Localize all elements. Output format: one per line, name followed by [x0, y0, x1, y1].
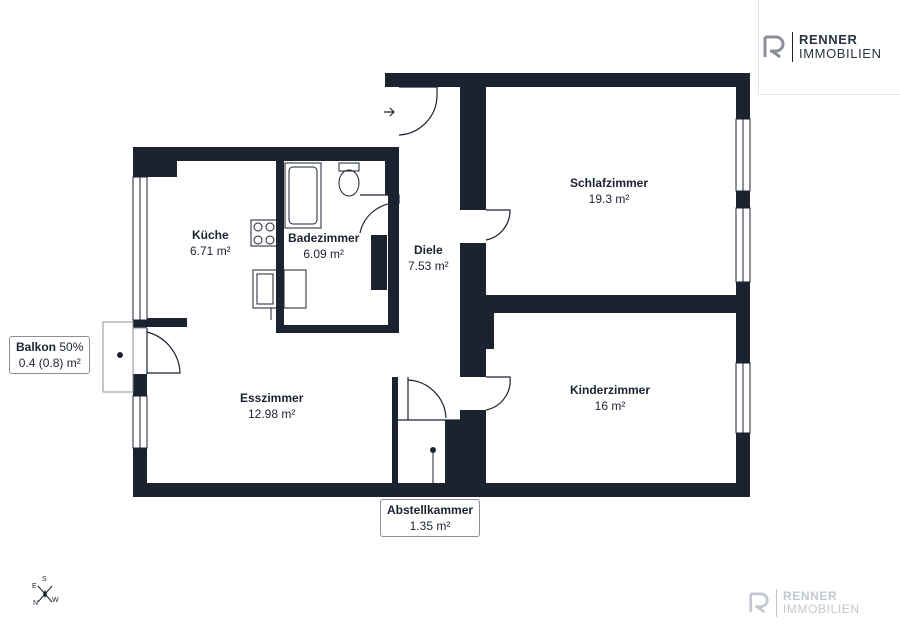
- brand-name-bold: RENNER: [799, 32, 858, 48]
- compass-n: N: [33, 600, 39, 607]
- room-kinderzimmer: Kinderzimmer 16 m²: [570, 382, 650, 414]
- brand-mark-icon: [763, 35, 785, 59]
- room-area: 1.35 m²: [409, 519, 451, 533]
- room-area: 16 m²: [594, 399, 626, 413]
- room-schlafzimmer: Schlafzimmer 19.3 m²: [570, 175, 648, 207]
- room-abstellkammer: Abstellkammer 1.35 m²: [380, 499, 481, 537]
- room-area: 7.53 m²: [408, 259, 449, 273]
- brand-name-light: IMMOBILIEN: [799, 46, 882, 61]
- watermark-name-light: IMMOBILIEN: [783, 602, 860, 616]
- room-kueche: Küche 6.71 m²: [190, 227, 231, 259]
- room-area: 12.98 m²: [248, 407, 296, 421]
- compass: E S N W: [30, 576, 60, 610]
- windows: [132, 118, 751, 449]
- room-name: Küche: [192, 228, 229, 242]
- balkon-pct: 50%: [59, 340, 84, 354]
- fixtures: [250, 162, 360, 320]
- room-name: Schlafzimmer: [570, 176, 649, 190]
- compass-e: E: [32, 583, 37, 590]
- room-name: Kinderzimmer: [570, 383, 651, 397]
- room-area: 6.71 m²: [190, 244, 231, 258]
- room-area: 19.3 m²: [588, 192, 630, 206]
- room-balkon: Balkon 50% 0.4 (0.8) m²: [9, 336, 91, 374]
- compass-rose-icon: [37, 585, 53, 603]
- room-name: Esszimmer: [240, 391, 304, 405]
- room-badezimmer: Badezimmer 6.09 m²: [288, 230, 359, 262]
- room-area: 6.09 m²: [303, 247, 345, 261]
- room-name: Diele: [414, 243, 443, 257]
- room-esszimmer: Esszimmer 12.98 m²: [240, 390, 303, 422]
- brand-watermark-icon: [749, 592, 769, 614]
- balkon-title: Balkon 50%: [16, 339, 83, 355]
- balkon-area: 0.4 (0.8) m²: [18, 356, 81, 370]
- room-name: Abstellkammer: [387, 503, 474, 517]
- room-diele: Diele 7.53 m²: [408, 242, 449, 274]
- brand-logo: RENNER IMMOBILIEN: [762, 32, 882, 62]
- walls: [133, 73, 750, 497]
- compass-s: S: [42, 576, 47, 583]
- compass-w: W: [52, 597, 59, 604]
- watermark-name-bold: RENNER: [783, 589, 838, 604]
- balkon-name: Balkon: [16, 340, 57, 354]
- doors: [146, 86, 511, 421]
- room-name: Badezimmer: [288, 231, 360, 245]
- balkon-outline: [102, 321, 147, 393]
- brand-watermark: RENNER IMMOBILIEN: [748, 589, 860, 617]
